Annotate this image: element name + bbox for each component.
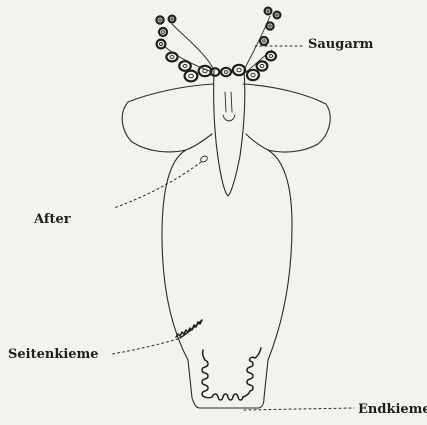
label-endkieme: Endkieme [358,403,427,416]
seitenkieme-leader [112,339,178,354]
left-fin [122,84,213,152]
endkieme-leader [244,408,354,410]
label-after: After [34,213,71,226]
end-gill-right [243,357,255,397]
body-outline [162,150,292,408]
end-gill-left [202,360,212,398]
left-suckers [156,16,219,82]
label-saugarm: Saugarm [308,38,373,51]
after-leader [114,162,201,208]
mouth [223,92,235,121]
end-gill-right-tip [255,348,261,358]
end-gill-bottom [212,394,243,400]
right-fin [243,84,330,152]
end-gill-left-tip [203,350,205,360]
proboscis [214,70,245,196]
right-suckers [221,8,280,81]
lateral-gill [176,320,202,338]
left-arm-stem [172,24,214,70]
left-arm-stem-2 [164,46,212,72]
label-seitenkieme: Seitenkieme [8,348,99,361]
